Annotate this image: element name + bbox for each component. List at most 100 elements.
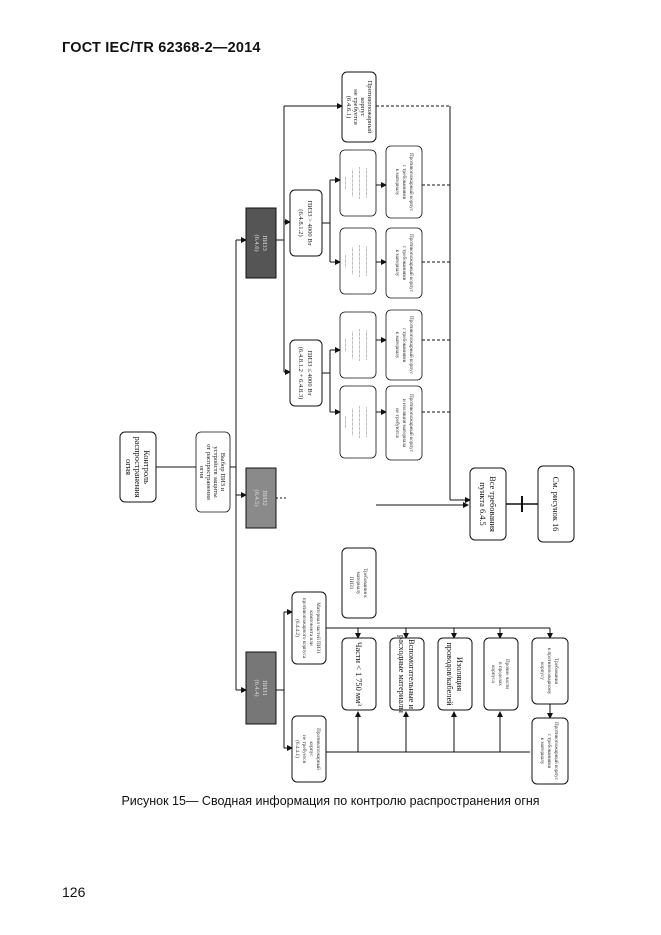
svg-text:и изоляция материала: и изоляция материала bbox=[401, 399, 407, 448]
svg-text:(6.4.5): (6.4.5) bbox=[253, 489, 260, 506]
svg-text:..........: .......... bbox=[343, 177, 349, 190]
see-fig16-box: См. рисунок 16 bbox=[537, 465, 575, 543]
svg-text:корпуса: корпуса bbox=[490, 665, 496, 683]
svg-text:.......................: ....................... bbox=[364, 168, 370, 198]
svg-text:расходные материалы: расходные материалы bbox=[397, 635, 406, 713]
svg-text:(6.4.8.1.2 + 6.4.8.3): (6.4.8.1.2 + 6.4.8.3) bbox=[297, 347, 304, 400]
svg-text:корпусу: корпусу bbox=[539, 662, 545, 680]
svg-text:Противопожарный: Противопожарный bbox=[366, 81, 373, 134]
cond-box-d: ....................... ................… bbox=[339, 149, 377, 217]
svg-text:с требованиями: с требованиями bbox=[401, 165, 408, 200]
svg-text:.........................: ......................... bbox=[357, 406, 363, 438]
svg-text:См. рисунок 16: См. рисунок 16 bbox=[551, 477, 560, 532]
svg-text:Материал частей ПИЗ1: Материал частей ПИЗ1 bbox=[315, 602, 322, 654]
svg-text:.....................: ..................... bbox=[350, 408, 356, 435]
svg-text:.........................: ......................... bbox=[357, 245, 363, 277]
root-line-1: распространения bbox=[133, 436, 142, 497]
svg-text:ПИЗ3 > 4000 Вт: ПИЗ3 > 4000 Вт bbox=[306, 200, 313, 245]
svg-text:устройств защиты: устройств защиты bbox=[212, 446, 219, 498]
svg-text:ПИЗ1: ПИЗ1 bbox=[261, 680, 268, 696]
supp-ignition-box: Противопожарный корпус не требуется (6.4… bbox=[341, 71, 377, 143]
svg-text:Противопожарный: Противопожарный bbox=[315, 728, 322, 770]
figure-caption: Рисунок 15— Сводная информация по контро… bbox=[121, 794, 540, 808]
svg-text:.......................: ....................... bbox=[364, 407, 370, 437]
svg-text:(6.4.4.2): (6.4.4.2) bbox=[294, 619, 301, 637]
svg-text:(6.4.6): (6.4.6) bbox=[253, 234, 260, 251]
svg-text:компонента или: компонента или bbox=[308, 610, 314, 646]
svg-text:к материалу: к материалу bbox=[394, 169, 400, 196]
svg-text:от распространения: от распространения bbox=[205, 444, 212, 500]
page-number: 126 bbox=[62, 884, 86, 900]
svg-text:не требуются: не требуются bbox=[394, 408, 401, 438]
pis1-box: ПИЗ1 (6.4.4) bbox=[245, 651, 277, 725]
svg-text:(6.4.6.1): (6.4.6.1) bbox=[345, 96, 352, 119]
cond-box-a: ....................... ................… bbox=[339, 385, 377, 459]
svg-text:ПИЗ3: ПИЗ3 bbox=[261, 235, 268, 251]
outcome-box-b: Противопожарный корпус с требованиями к … bbox=[385, 309, 423, 381]
pis3-le-4000-box: ПИЗ3 ≤ 4000 Вт (6.4.8.1.2 + 6.4.8.3) bbox=[289, 339, 323, 407]
svg-text:ПИЗ3 ≤ 4000 Вт: ПИЗ3 ≤ 4000 Вт bbox=[306, 350, 313, 395]
pis2-box: ПИЗ2 (6.4.5) bbox=[245, 467, 277, 529]
outcome-box-a: Противопожарный корпус и изоляция матери… bbox=[385, 385, 423, 461]
svg-text:в пределах: в пределах bbox=[497, 662, 503, 686]
svg-text:Противопожарный корпус: Противопожарный корпус bbox=[408, 316, 415, 375]
svg-text:Прочие части: Прочие части bbox=[504, 659, 510, 689]
svg-text:(6.4.4.1): (6.4.4.1) bbox=[294, 740, 301, 758]
svg-text:пункта 6.4.5: пункта 6.4.5 bbox=[478, 482, 487, 525]
reqs-645-box: Все требования пункта 6.4.5 bbox=[469, 467, 507, 541]
outcome-box-c: Противопожарный корпус с требованиями к … bbox=[385, 227, 423, 299]
svg-text:(6.4.4): (6.4.4) bbox=[253, 679, 260, 696]
fire-enclosure-bottom-box: Противопожарный корпус с требованиями к … bbox=[531, 717, 569, 785]
svg-text:Вспомогательные и: Вспомогательные и bbox=[407, 639, 416, 710]
svg-text:противопожарного корпуса: противопожарного корпуса bbox=[301, 598, 307, 659]
outcome-box-d: Противопожарный корпус с требованиями к … bbox=[385, 145, 423, 219]
svg-text:ПИЗ1: ПИЗ1 bbox=[348, 577, 354, 590]
pis1-supp-box: Противопожарный корпус не требуется (6.4… bbox=[291, 715, 327, 783]
fire-req-box: Требования к противопожарному корпусу bbox=[531, 637, 569, 705]
svg-text:..........: .......... bbox=[343, 255, 349, 268]
svg-text:Противопожарный корпус: Противопожарный корпус bbox=[408, 153, 415, 212]
svg-text:Противопожарный корпус: Противопожарный корпус bbox=[408, 394, 415, 453]
page-header: ГОСТ IEC/TR 62368-2—2014 bbox=[62, 40, 261, 56]
pis-select-box: Выбор ПИЗ и устройств защиты от распрост… bbox=[195, 431, 231, 513]
svg-text:корпус: корпус bbox=[308, 741, 314, 757]
pis1-req-box: Требования к материалу ПИЗ1 bbox=[341, 547, 377, 619]
svg-text:Изоляция: Изоляция bbox=[455, 657, 464, 691]
svg-text:Требования к: Требования к bbox=[362, 568, 369, 598]
svg-text:к материалу: к материалу bbox=[539, 738, 545, 765]
svg-text:.....................: ..................... bbox=[350, 169, 356, 196]
svg-text:.......................: ....................... bbox=[364, 330, 370, 360]
root-box: Контроль распространения огня bbox=[119, 431, 157, 503]
wire-insulation-box: Изоляция проводов/кабелей bbox=[437, 637, 473, 711]
pis3-gt-4000-box: ПИЗ3 > 4000 Вт (6.4.8.1.2) bbox=[289, 189, 323, 257]
svg-text:к материалу: к материалу bbox=[394, 250, 400, 277]
parts-1750-box: Части < 1 750 мм³ bbox=[341, 637, 377, 711]
svg-text:с требованиями: с требованиями bbox=[401, 328, 408, 363]
svg-text:Все требования: Все требования bbox=[488, 476, 497, 532]
root-line-0: Контроль bbox=[142, 450, 151, 484]
svg-text:проводов/кабелей: проводов/кабелей bbox=[445, 642, 454, 706]
svg-text:к материалу: к материалу bbox=[394, 332, 400, 359]
root-line-2: огня bbox=[124, 459, 133, 475]
svg-text:..........: .......... bbox=[343, 339, 349, 352]
pis3-box: ПИЗ3 (6.4.6) bbox=[245, 207, 277, 279]
pis1-sep-box: Материал частей ПИЗ1 компонента или прот… bbox=[291, 591, 327, 665]
svg-text:корпус: корпус bbox=[359, 97, 366, 116]
svg-text:.........................: ......................... bbox=[357, 329, 363, 361]
svg-text:с требованиями: с требованиями bbox=[401, 246, 408, 281]
cond-box-c: ....................... ................… bbox=[339, 227, 377, 295]
svg-text:материалу: материалу bbox=[355, 572, 361, 595]
svg-text:.....................: ..................... bbox=[350, 331, 356, 358]
svg-text:Выбор ПИЗ и: Выбор ПИЗ и bbox=[219, 453, 226, 492]
svg-text:.....................: ..................... bbox=[350, 247, 356, 274]
other-parts-box: Прочие части в пределах корпуса bbox=[483, 637, 519, 711]
svg-text:не требуется: не требуется bbox=[352, 89, 359, 124]
svg-text:не требуется: не требуется bbox=[301, 735, 308, 764]
svg-text:..........: .......... bbox=[343, 416, 349, 429]
svg-text:.........................: ......................... bbox=[357, 167, 363, 199]
svg-text:огня: огня bbox=[198, 466, 205, 479]
svg-text:Противопожарный корпус: Противопожарный корпус bbox=[408, 234, 415, 293]
svg-text:(6.4.8.1.2): (6.4.8.1.2) bbox=[297, 209, 304, 236]
cond-box-b: ....................... ................… bbox=[339, 311, 377, 379]
